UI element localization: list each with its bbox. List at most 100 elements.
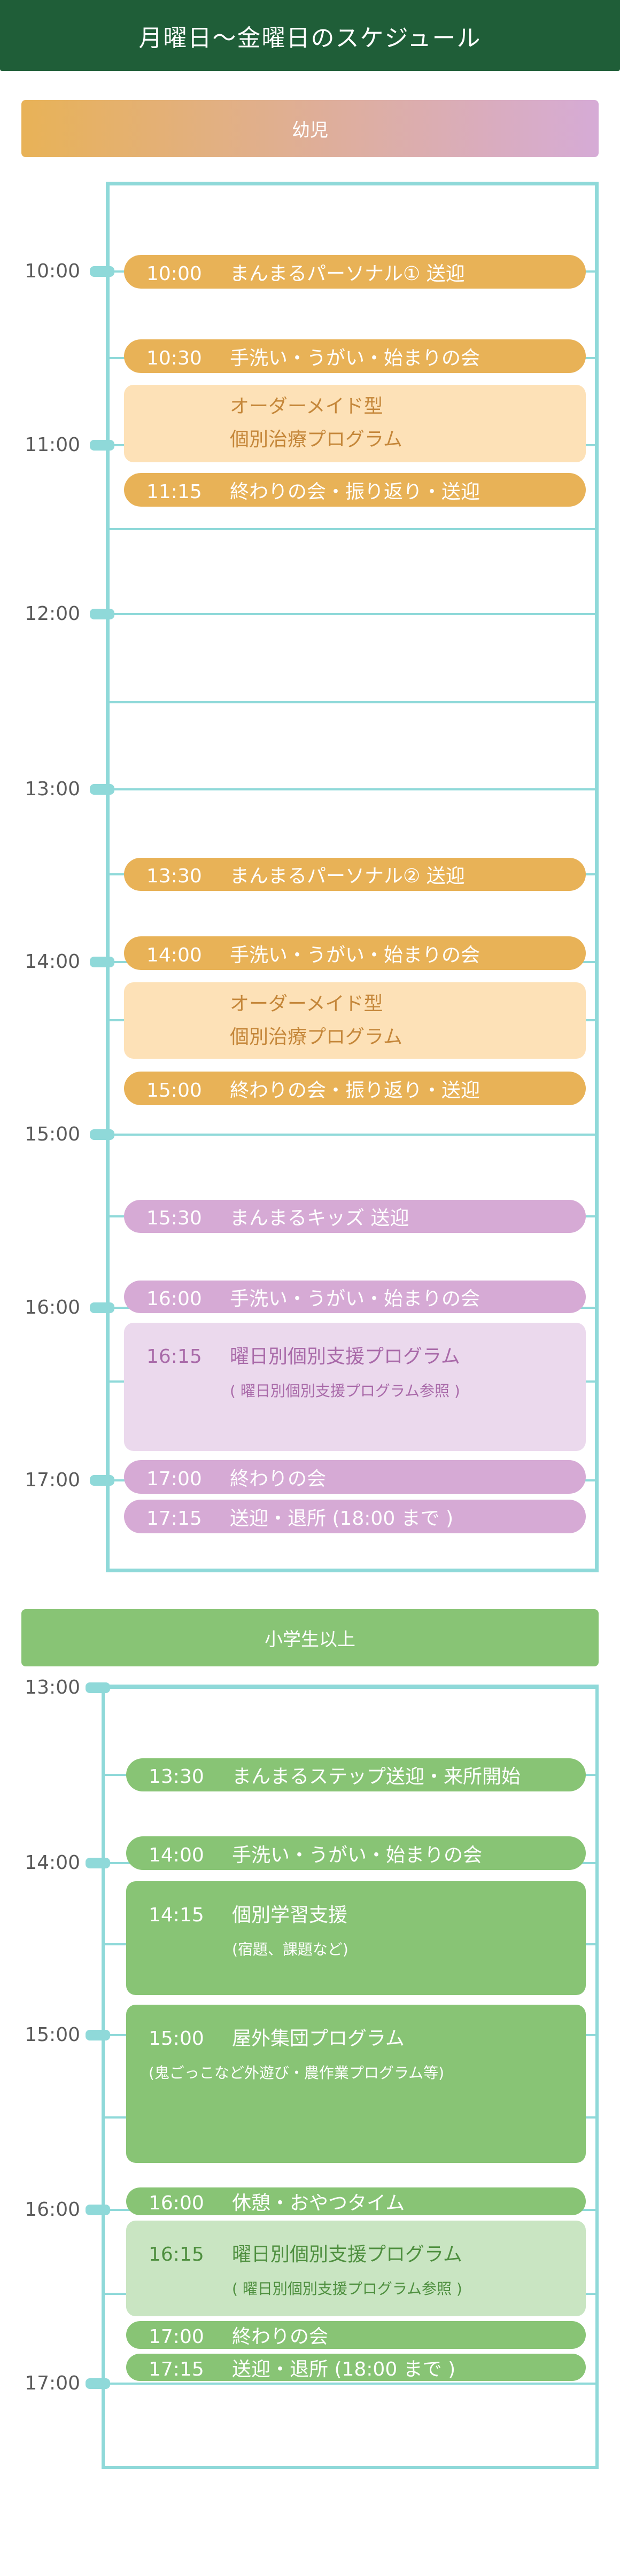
section-header-school: 小学生以上 bbox=[21, 1609, 599, 1666]
event-label: 手洗い・うがい・始まりの会 bbox=[230, 1287, 480, 1310]
event-label: 送迎・退所 (18:00 まで ) bbox=[230, 1507, 454, 1530]
event-time: 17:00 bbox=[146, 1468, 202, 1490]
event-line: 17:15 送迎・退所 (18:00 まで ) bbox=[146, 1503, 453, 1531]
event-note: ( 曜日別個別支援プログラム参照 ) bbox=[230, 1382, 460, 1400]
hour-label: 13:00 bbox=[25, 1677, 80, 1698]
event-label: 休憩・おやつタイム bbox=[232, 2192, 405, 2214]
hour-marker-dot bbox=[90, 1129, 114, 1140]
hour-label: 11:00 bbox=[25, 434, 80, 456]
hour-marker-dot bbox=[86, 2205, 110, 2215]
gridline bbox=[106, 1134, 599, 1136]
hour-label: 14:00 bbox=[25, 1852, 80, 1874]
section-header-infant: 幼児 bbox=[21, 100, 599, 157]
event-label: 手洗い・うがい・始まりの会 bbox=[230, 944, 480, 966]
event-label: 終わりの会・振り返り・送迎 bbox=[230, 1079, 480, 1101]
event-note: (宿題、課題など) bbox=[232, 1941, 348, 1958]
hour-label: 15:00 bbox=[25, 1123, 80, 1145]
hour-label: 16:00 bbox=[25, 1297, 80, 1318]
event-line: 15:00 屋外集団プログラム bbox=[149, 2023, 586, 2051]
event-label: オーダーメイド型個別治療プログラム bbox=[146, 988, 586, 1054]
hour-marker-dot bbox=[90, 784, 114, 795]
hour-marker-dot bbox=[90, 957, 114, 967]
event-line: 17:15 送迎・退所 (18:00 まで ) bbox=[149, 2354, 455, 2381]
event-label-line: 個別治療プログラム bbox=[230, 1026, 402, 1048]
hour-label: 16:00 bbox=[25, 2199, 80, 2221]
event-time: 11:15 bbox=[146, 480, 202, 503]
event-time: 10:30 bbox=[146, 347, 202, 369]
hour-label: 15:00 bbox=[25, 2024, 80, 2046]
event-label: オーダーメイド型個別治療プログラム bbox=[146, 390, 586, 456]
schedule-event: 15:00 屋外集団プログラム (鬼ごっこなど外遊び・農作業プログラム等) bbox=[126, 2005, 586, 2163]
event-label: 曜日別個別支援プログラム bbox=[230, 1346, 460, 1368]
event-time: 15:00 bbox=[149, 2028, 204, 2050]
schedule-event: オーダーメイド型個別治療プログラム bbox=[124, 982, 586, 1059]
event-label: 屋外集団プログラム bbox=[232, 2028, 405, 2050]
hour-marker-dot bbox=[90, 440, 114, 451]
schedule-event: 16:00 休憩・おやつタイム bbox=[126, 2187, 586, 2215]
schedule-event: 13:30 まんまるステップ送迎・来所開始 bbox=[126, 1758, 586, 1791]
page-title: 月曜日〜金曜日のスケジュール bbox=[0, 0, 620, 71]
event-note: (鬼ごっこなど外遊び・農作業プログラム等) bbox=[149, 2064, 445, 2082]
event-label-line: 個別治療プログラム bbox=[230, 429, 402, 451]
gridline bbox=[106, 788, 599, 790]
hour-marker-dot bbox=[90, 1475, 114, 1486]
hour-marker-dot bbox=[90, 266, 114, 277]
event-time: 17:00 bbox=[149, 2326, 204, 2348]
event-note: ( 曜日別個別支援プログラム参照 ) bbox=[232, 2280, 462, 2298]
hour-marker-dot bbox=[86, 1858, 110, 1868]
event-line: 16:00 休憩・おやつタイム bbox=[149, 2187, 405, 2215]
hour-label: 12:00 bbox=[25, 603, 80, 625]
schedule-event: 17:00 終わりの会 bbox=[124, 1460, 586, 1494]
event-label: まんまるパーソナル② 送迎 bbox=[230, 865, 465, 887]
event-label: まんまるパーソナル① 送迎 bbox=[230, 262, 465, 285]
timeline-frame bbox=[106, 182, 599, 1572]
event-label-line: オーダーメイド型 bbox=[230, 395, 383, 417]
schedule-event: オーダーメイド型個別治療プログラム bbox=[124, 385, 586, 462]
event-label: 手洗い・うがい・始まりの会 bbox=[232, 1844, 483, 1866]
hour-label: 13:00 bbox=[25, 778, 80, 800]
event-time: 16:00 bbox=[149, 2192, 204, 2214]
schedule-event: 14:00 手洗い・うがい・始まりの会 bbox=[124, 936, 586, 970]
event-label: 終わりの会 bbox=[232, 2326, 329, 2348]
schedule-event: 16:15 曜日別個別支援プログラム ( 曜日別個別支援プログラム参照 ) bbox=[124, 1323, 586, 1451]
gridline bbox=[106, 528, 599, 530]
hour-label: 14:00 bbox=[25, 951, 80, 973]
event-label: 送迎・退所 (18:00 まで ) bbox=[232, 2358, 456, 2380]
event-time: 13:30 bbox=[149, 1766, 204, 1788]
event-time: 17:15 bbox=[146, 1507, 202, 1530]
hour-marker-dot bbox=[86, 2030, 110, 2040]
hour-marker-dot bbox=[86, 1682, 110, 1693]
hour-marker-dot bbox=[90, 1302, 114, 1313]
hour-marker-dot bbox=[86, 2378, 110, 2389]
gridline bbox=[102, 1687, 599, 1689]
gridline bbox=[102, 2383, 599, 2385]
event-line: 14:00 手洗い・うがい・始まりの会 bbox=[149, 1840, 482, 1867]
event-label-line: オーダーメイド型 bbox=[230, 993, 383, 1015]
event-label: 終わりの会 bbox=[230, 1468, 327, 1490]
event-label: まんまるステップ送迎・来所開始 bbox=[232, 1766, 521, 1788]
event-time: 14:00 bbox=[146, 944, 202, 966]
event-time: 14:00 bbox=[149, 1844, 204, 1866]
event-time: 16:15 bbox=[146, 1346, 202, 1368]
event-line: 16:15 曜日別個別支援プログラム bbox=[146, 1341, 586, 1369]
event-label: 曜日別個別支援プログラム bbox=[232, 2244, 462, 2265]
event-line: 17:00 終わりの会 bbox=[149, 2321, 328, 2349]
schedule-event: 17:15 送迎・退所 (18:00 まで ) bbox=[124, 1500, 586, 1533]
event-time: 17:15 bbox=[149, 2358, 204, 2380]
schedule-event: 14:00 手洗い・うがい・始まりの会 bbox=[126, 1836, 586, 1870]
event-label: 個別学習支援 bbox=[232, 1904, 348, 1926]
hour-marker-dot bbox=[90, 609, 114, 619]
